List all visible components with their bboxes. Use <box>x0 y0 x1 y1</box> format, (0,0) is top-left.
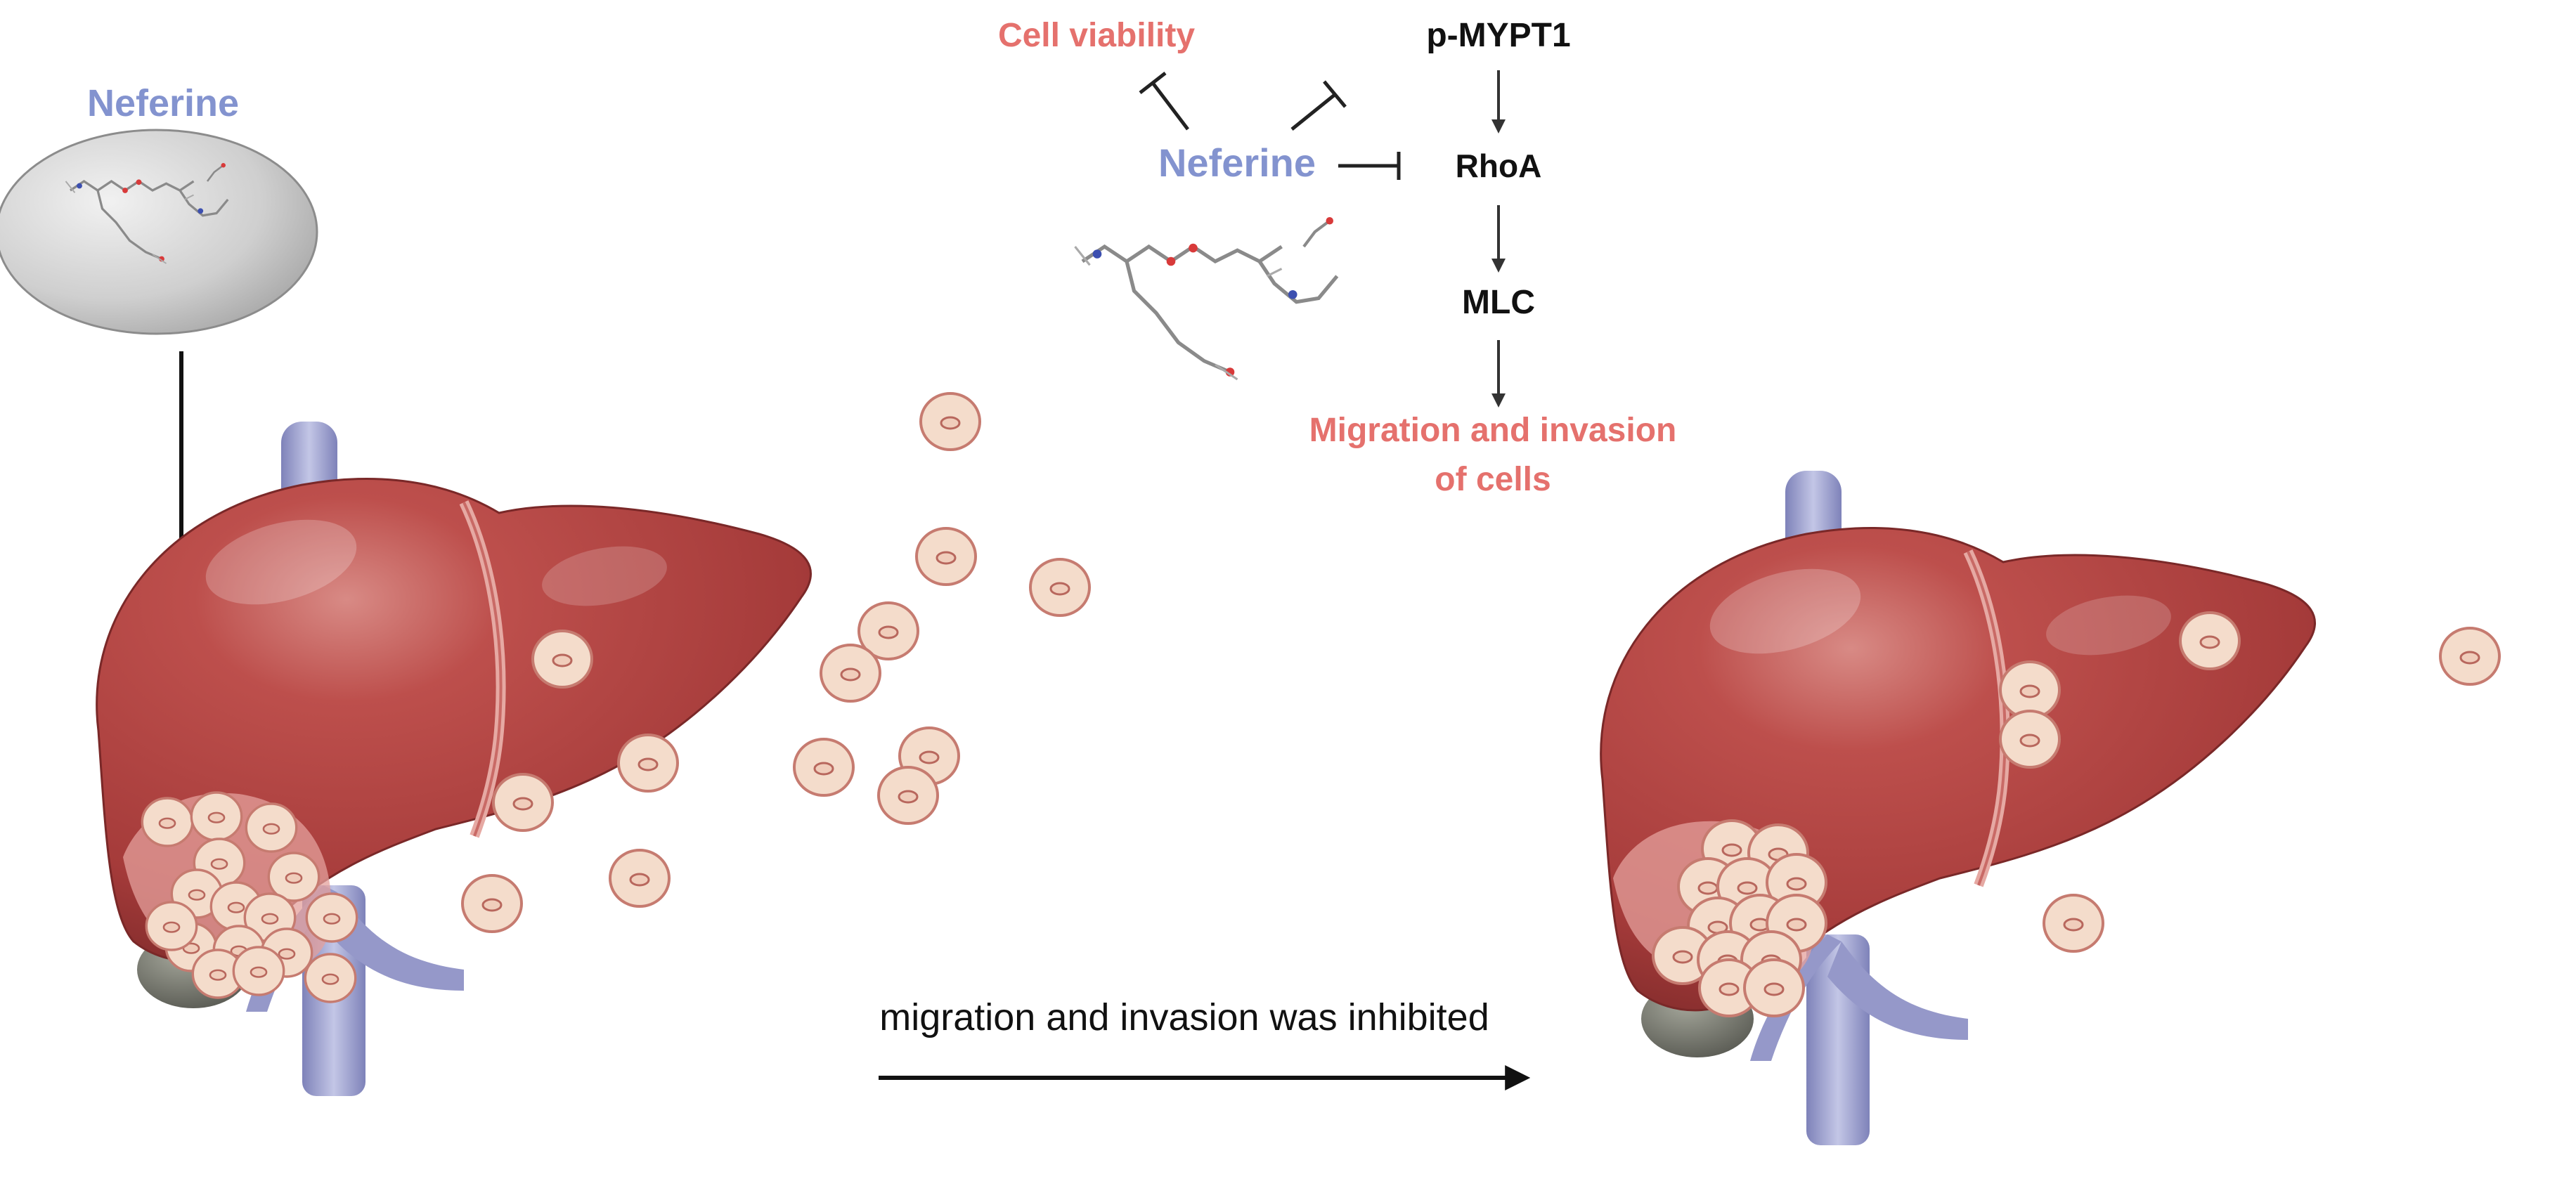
center-molecule-icon <box>1075 217 1338 379</box>
inhibit-line-viability-1 <box>1151 82 1189 131</box>
inhibit-bar-viability-1 <box>1139 72 1167 94</box>
liver-after-treatment <box>1601 471 2315 1145</box>
outcome-migration-line1: Migration and invasion <box>1309 412 1677 449</box>
inhibit-line-viability-2 <box>1290 93 1337 131</box>
pathway-p-mypt1: p-MYPT1 <box>1426 17 1570 54</box>
neferine-capsule <box>0 129 318 335</box>
left-neferine-label: Neferine <box>87 82 239 124</box>
migrating-cells-left <box>461 392 1091 933</box>
effect-cell-viability: Cell viability <box>998 17 1195 54</box>
center-neferine-label: Neferine <box>1158 141 1316 185</box>
pathway-rhoa: RhoA <box>1456 148 1542 184</box>
transition-label: migration and invasion was inhibited <box>879 996 1489 1038</box>
pathway-mlc: MLC <box>1462 284 1535 321</box>
inhibit-bar-viability-2 <box>1323 80 1347 108</box>
outcome-migration-line2: of cells <box>1435 461 1551 498</box>
